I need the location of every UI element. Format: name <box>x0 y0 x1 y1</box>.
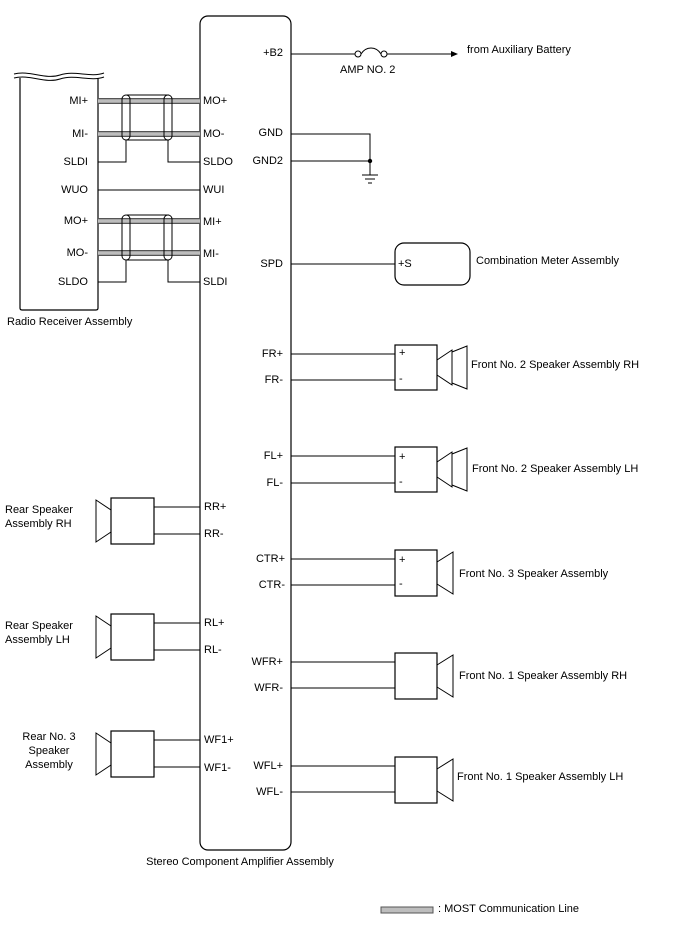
amp-pin-ctr-plus: CTR+ <box>256 553 285 565</box>
front1-lh-label: Front No. 1 Speaker Assembly LH <box>457 771 623 783</box>
speaker-cone-icon <box>436 551 454 595</box>
minus-mark: - <box>399 476 403 488</box>
amp-pin-wfl-minus: WFL- <box>256 786 283 798</box>
amp-pin-ctr-minus: CTR- <box>259 579 286 591</box>
front3-label: Front No. 3 Speaker Assembly <box>459 568 609 580</box>
amp-pin-mi-plus: MI+ <box>203 216 222 228</box>
amp-pin-sldo: SLDO <box>203 156 233 168</box>
power-source-label: from Auxiliary Battery <box>467 44 571 56</box>
rear-lh-label-line2: Assembly LH <box>5 634 70 646</box>
amp-pin-fl-minus: FL- <box>267 477 284 489</box>
radio-receiver-assembly: Radio Receiver Assembly MI+ MI- SLDI WUO… <box>7 72 133 328</box>
speaker-cone-icon <box>451 447 468 492</box>
amp-pin-wfr-plus: WFR+ <box>252 656 283 668</box>
radio-pin-wuo: WUO <box>61 184 88 196</box>
junction-dot <box>367 158 373 164</box>
amp-pin-wf1-minus: WF1- <box>204 762 231 774</box>
stereo-component-amplifier: Stereo Component Amplifier Assembly <box>146 15 334 868</box>
most-lines-lower <box>98 214 200 283</box>
speaker-front1-lh: Front No. 1 Speaker Assembly LH <box>291 756 623 804</box>
front2-lh-label: Front No. 2 Speaker Assembly LH <box>472 463 638 475</box>
amp-pin-gnd: GND <box>259 127 284 139</box>
minus-mark: - <box>399 578 403 590</box>
radio-pin-mi-minus: MI- <box>72 128 88 140</box>
legend: : MOST Communication Line <box>380 903 579 915</box>
speaker-cone-icon <box>436 654 454 698</box>
amplifier-left-pins: MO+ MO- SLDO WUI MI+ MI- SLDI RR+ RR- RL… <box>203 95 234 774</box>
amplifier-right-pins: +B2 GND GND2 SPD FR+ FR- FL+ FL- CTR+ CT… <box>252 47 286 798</box>
amp-pin-mo-minus: MO- <box>203 128 225 140</box>
amp-pin-fr-minus: FR- <box>265 374 284 386</box>
radio-pin-mo-plus: MO+ <box>64 215 88 227</box>
speaker-cone-icon <box>95 499 112 543</box>
arrow-right-icon <box>451 51 458 57</box>
amp-pin-rl-plus: RL+ <box>204 617 225 629</box>
rear3-label-line2: Speaker <box>29 745 70 757</box>
front2-rh-label: Front No. 2 Speaker Assembly RH <box>471 359 639 371</box>
rear3-label-line1: Rear No. 3 <box>22 731 75 743</box>
ground-circuit <box>291 133 378 184</box>
speaker-front2-rh: + - Front No. 2 Speaker Assembly RH <box>291 344 639 391</box>
plus-mark: + <box>399 554 405 566</box>
rear-lh-label-line1: Rear Speaker <box>5 620 73 632</box>
speaker-front2-lh: + - Front No. 2 Speaker Assembly LH <box>291 446 638 493</box>
fuse-terminal-left <box>354 50 362 58</box>
fuse-label: AMP NO. 2 <box>340 64 395 76</box>
amp-pin-wui: WUI <box>203 184 224 196</box>
plus-mark: + <box>399 451 405 463</box>
rear3-label-line3: Assembly <box>25 759 73 771</box>
amp-pin-spd: SPD <box>260 258 283 270</box>
plus-mark: + <box>399 347 405 359</box>
combination-meter-assembly: +S Combination Meter Assembly <box>291 242 620 286</box>
meter-label: Combination Meter Assembly <box>476 255 620 267</box>
speaker-cone-icon <box>436 451 453 488</box>
most-lines-upper <box>98 94 200 163</box>
speaker-cone-icon <box>95 732 112 776</box>
rear-rh-label-line1: Rear Speaker <box>5 504 73 516</box>
amp-pin-rr-plus: RR+ <box>204 501 226 513</box>
radio-pin-mi-plus: MI+ <box>69 95 88 107</box>
legend-label: : MOST Communication Line <box>438 903 579 915</box>
amp-pin-rl-minus: RL- <box>204 644 222 656</box>
amp-pin-mi-minus: MI- <box>203 248 219 260</box>
amp-pin-rr-minus: RR- <box>204 528 224 540</box>
rear-rh-label-line2: Assembly RH <box>5 518 72 530</box>
amp-pin-wfr-minus: WFR- <box>254 682 283 694</box>
most-line-swatch <box>380 906 434 914</box>
amp-pin-wf1-plus: WF1+ <box>204 734 234 746</box>
speaker-front1-rh: Front No. 1 Speaker Assembly RH <box>291 652 627 700</box>
speaker-rear-rh: Rear Speaker Assembly RH <box>5 497 200 545</box>
radio-pin-mo-minus: MO- <box>67 247 89 259</box>
amp-pin-fl-plus: FL+ <box>264 450 283 462</box>
speaker-cone-icon <box>436 349 453 386</box>
speaker-front3: + - Front No. 3 Speaker Assembly <box>291 549 609 597</box>
fuse-terminal-right <box>380 50 388 58</box>
minus-mark: - <box>399 373 403 385</box>
amp-pin-wfl-plus: WFL+ <box>253 760 283 772</box>
front1-rh-label: Front No. 1 Speaker Assembly RH <box>459 670 627 682</box>
power-supply-circuit: AMP NO. 2 from Auxiliary Battery <box>291 44 571 76</box>
speaker-cone-icon <box>95 615 112 659</box>
speaker-rear-lh: Rear Speaker Assembly LH <box>5 613 200 661</box>
meter-pin-s: +S <box>398 258 412 270</box>
radio-pin-sldi: SLDI <box>64 156 88 168</box>
radio-receiver-label: Radio Receiver Assembly <box>7 316 133 328</box>
fuse-icon <box>360 47 382 55</box>
amplifier-label: Stereo Component Amplifier Assembly <box>146 856 334 868</box>
ground-icon <box>362 174 378 184</box>
amp-pin-b2: +B2 <box>263 47 283 59</box>
speaker-cone-icon <box>451 345 468 390</box>
amp-pin-gnd2: GND2 <box>252 155 283 167</box>
amp-pin-sldi: SLDI <box>203 276 227 288</box>
speaker-cone-icon <box>436 758 454 802</box>
speaker-rear3: Rear No. 3 Speaker Assembly <box>22 730 200 778</box>
amp-pin-fr-plus: FR+ <box>262 348 283 360</box>
radio-pin-sldo: SLDO <box>58 276 88 288</box>
amp-pin-mo-plus: MO+ <box>203 95 227 107</box>
